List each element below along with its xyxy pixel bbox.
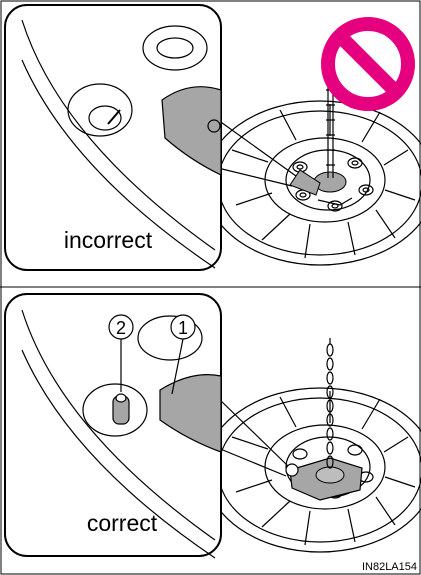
inset-pointer bbox=[218, 120, 296, 186]
inset-correct: 2 1 correct bbox=[5, 294, 221, 558]
figure-code: IN82LA154 bbox=[362, 561, 417, 573]
inset-incorrect: incorrect bbox=[5, 5, 221, 270]
inset-pointer-bottom bbox=[218, 398, 288, 476]
correct-panel: 2 1 correct bbox=[5, 294, 421, 558]
callout-2: 2 bbox=[116, 318, 126, 338]
correct-label: correct bbox=[87, 510, 158, 536]
prohibition-sign bbox=[328, 24, 408, 104]
callout-1: 1 bbox=[178, 318, 188, 338]
incorrect-label: incorrect bbox=[64, 227, 153, 253]
incorrect-panel: incorrect bbox=[5, 5, 421, 270]
chain-hook-incorrect bbox=[290, 170, 320, 195]
